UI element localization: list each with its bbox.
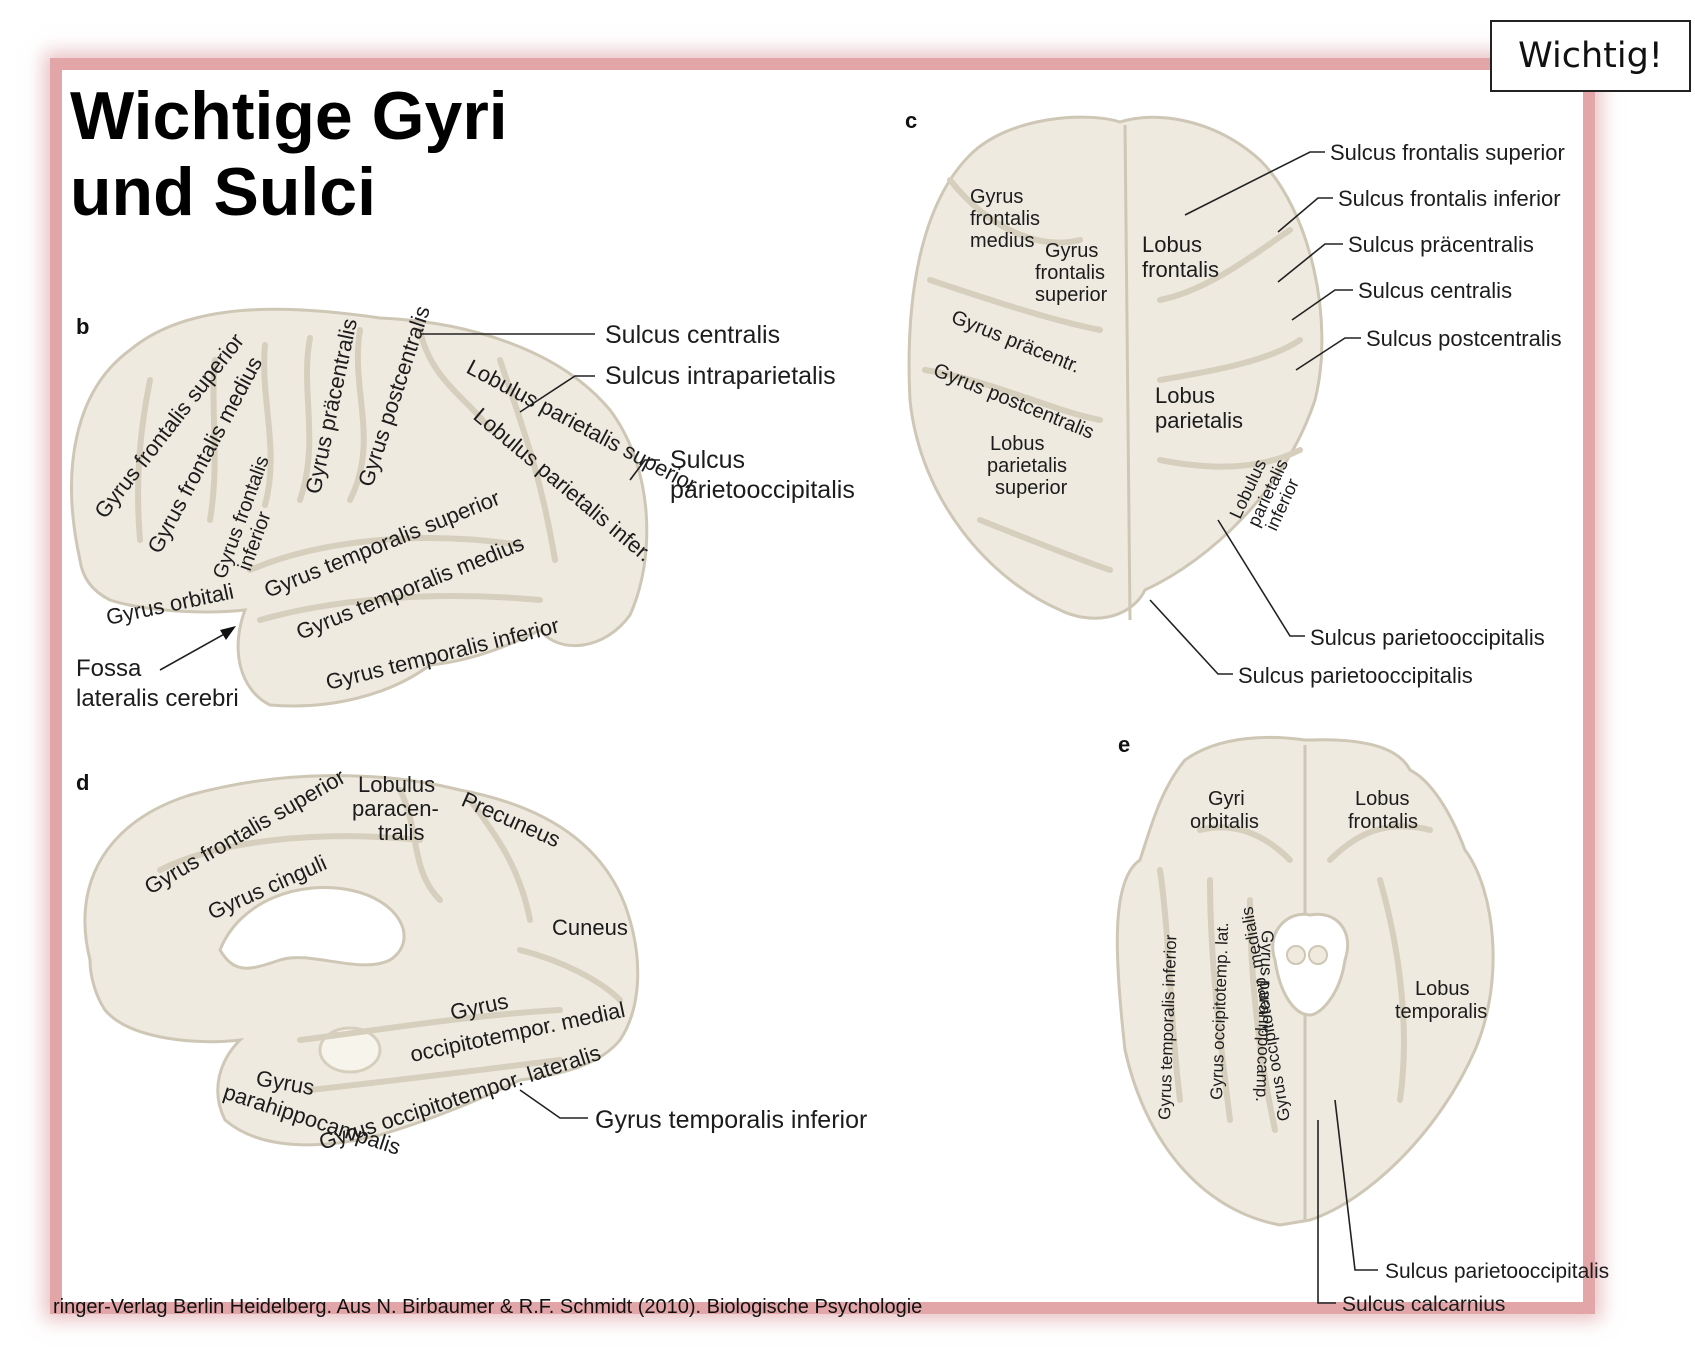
- label-c-sulcus-parietooccipitalis-a: Sulcus parietooccipitalis: [1310, 625, 1545, 650]
- citation-footer: ringer-Verlag Berlin Heidelberg. Aus N. …: [53, 1296, 923, 1318]
- leader-e-sulcus-calcarnius: [1317, 1120, 1336, 1304]
- label-c-gyrus-frontalis-medius-3: medius: [970, 230, 1034, 252]
- label-c-gyrus-frontalis-superior-2: frontalis: [1035, 262, 1105, 284]
- panel-e-brainstem: [1271, 912, 1350, 1017]
- label-c-lobus-parietalis-superior-2: parietalis: [987, 455, 1067, 477]
- panel-d-uncus: [318, 1026, 382, 1074]
- panel-c-gyri-lines: [922, 177, 1303, 573]
- label-e-lobus-frontalis-1: Lobus: [1355, 788, 1410, 810]
- label-c-gyrus-frontalis-medius-2: frontalis: [970, 208, 1040, 230]
- leader-c-sulcus-praecentralis: [1277, 243, 1343, 283]
- panel-c: c Gyrus frontalis medius Gyrus frontalis…: [905, 108, 1565, 688]
- leader-c-sulcus-centralis: [1291, 289, 1353, 321]
- label-d-lobulus-paracentralis-1: Lobulus: [358, 772, 435, 797]
- panel-c-brain-outline: [907, 115, 1324, 620]
- leader-e-sulcus-parietooccipitalis: [1334, 1099, 1378, 1271]
- label-b-sulcus-intraparietalis: Sulcus intraparietalis: [605, 362, 836, 390]
- arrow-fossa-lateralis: [159, 631, 229, 671]
- label-b-sulcus-centralis: Sulcus centralis: [605, 321, 780, 349]
- leader-c-sulcus-frontalis-inferior: [1277, 197, 1333, 233]
- leader-d-gyrus-temporalis-inferior: [519, 1089, 588, 1119]
- panel-e: e Gyri orbitalis Lobus frontalis Lobus t…: [1115, 732, 1609, 1316]
- leader-c-sulcus-postcentralis: [1295, 337, 1361, 371]
- label-b-sulcus-parietooccipitalis-1: Sulcus: [670, 446, 745, 474]
- label-e-sulcus-calcarnius: Sulcus calcarnius: [1342, 1293, 1505, 1316]
- label-e-gyri-orbitalis-1: Gyri: [1208, 788, 1245, 810]
- label-c-lobus-parietalis-superior-1: Lobus: [990, 433, 1045, 455]
- label-c-sulcus-frontalis-superior: Sulcus frontalis superior: [1330, 140, 1565, 165]
- label-e-lobus-temporalis-2: temporalis: [1395, 1001, 1487, 1023]
- label-e-gyri-orbitalis-2: orbitalis: [1190, 811, 1259, 833]
- title-line-2: und Sulci: [70, 154, 376, 230]
- label-e-lobus-frontalis-2: frontalis: [1348, 811, 1418, 833]
- label-d-cuneus: Cuneus: [552, 915, 628, 940]
- label-e-sulcus-parietooccipitalis: Sulcus parietooccipitalis: [1385, 1260, 1609, 1283]
- label-c-sulcus-praecentralis: Sulcus präcentralis: [1348, 232, 1534, 257]
- label-c-sulcus-frontalis-inferior: Sulcus frontalis inferior: [1338, 186, 1561, 211]
- label-b-fossa-1: Fossa: [76, 655, 142, 682]
- panel-e-mammillary-right: [1308, 945, 1328, 965]
- label-c-gyrus-frontalis-medius-1: Gyrus: [970, 186, 1023, 208]
- label-c-lobus-parietalis-2: parietalis: [1155, 408, 1243, 433]
- panel-d-gyri-lines: [157, 787, 623, 1093]
- leader-b-sulcus-parietooccipitalis: [629, 459, 660, 481]
- label-c-lobus-parietalis-superior-3: superior: [995, 477, 1068, 499]
- label-c-sulcus-centralis: Sulcus centralis: [1358, 278, 1512, 303]
- label-c-sulcus-postcentralis: Sulcus postcentralis: [1366, 326, 1562, 351]
- label-c-sulcus-parietooccipitalis-b: Sulcus parietooccipitalis: [1238, 663, 1473, 688]
- label-c-gyrus-frontalis-superior-1: Gyrus: [1045, 240, 1098, 262]
- label-e-lobus-temporalis-1: Lobus: [1415, 978, 1470, 1000]
- leader-c-sulcus-frontalis-superior: [1184, 151, 1325, 216]
- panel-b-letter: b: [76, 314, 89, 339]
- label-d-lobulus-paracentralis-3: tralis: [378, 820, 424, 845]
- panel-e-mammillary-left: [1286, 945, 1306, 965]
- label-b-sulcus-parietooccipitalis-2: parietooccipitalis: [670, 476, 855, 504]
- slide-title: Wichtige Gyri und Sulci: [70, 78, 508, 230]
- leader-c-sulcus-parietooccipitalis-b: [1149, 599, 1233, 675]
- panel-c-letter: c: [905, 108, 917, 133]
- label-c-lobus-frontalis-1: Lobus: [1142, 232, 1202, 257]
- arrow-fossa-head: [220, 626, 236, 640]
- panel-d-corpus-callosum: [218, 886, 406, 970]
- label-c-lobus-frontalis-2: frontalis: [1142, 257, 1219, 282]
- panel-d: d Gyrus frontalis superior Lobulus parac…: [76, 764, 867, 1160]
- leader-b-sulcus-intraparietalis: [519, 375, 595, 413]
- title-line-1: Wichtige Gyri: [70, 78, 508, 154]
- important-badge: Wichtig!: [1490, 20, 1691, 92]
- panel-e-letter: e: [1118, 732, 1130, 757]
- panel-b-gyri-lines: [135, 327, 558, 623]
- panel-d-letter: d: [76, 770, 89, 795]
- label-b-fossa-2: lateralis cerebri: [76, 685, 239, 712]
- panel-c-midline: [1123, 124, 1132, 621]
- panel-b: b Gyrus frontalis superior Gyrus frontal…: [70, 303, 855, 712]
- label-c-gyrus-frontalis-superior-3: superior: [1035, 284, 1108, 306]
- label-d-lobulus-paracentralis-2: paracen-: [352, 796, 439, 821]
- leader-c-sulcus-parietooccipitalis-a: [1217, 519, 1305, 637]
- label-d-gyrus-temporalis-inferior: Gyrus temporalis inferior: [595, 1106, 867, 1134]
- label-c-lobus-parietalis-1: Lobus: [1155, 383, 1215, 408]
- panel-e-gyri-lines: [1157, 823, 1433, 1133]
